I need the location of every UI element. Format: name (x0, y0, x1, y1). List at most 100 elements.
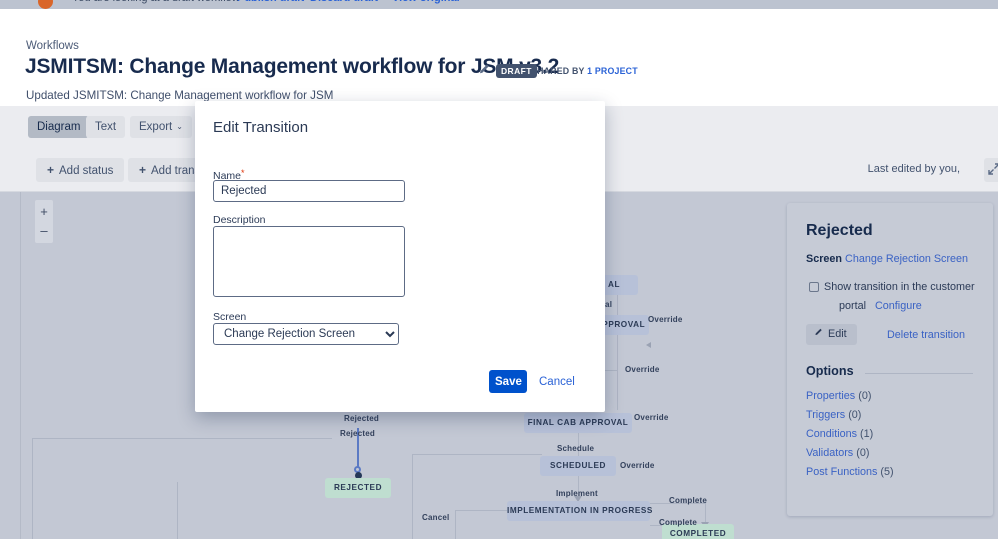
transition-endpoint-dot-icon (355, 472, 362, 479)
edge-label: Complete (659, 518, 698, 527)
edge-label: Override (625, 365, 660, 374)
option-label: Properties (806, 390, 856, 402)
edge-label: Override (648, 315, 683, 324)
connector-line (617, 370, 618, 410)
zoom-in-button[interactable]: + (40, 204, 48, 219)
connector-line (650, 503, 705, 504)
options-heading: Options (806, 364, 854, 378)
node-final-cab-approval[interactable]: FINAL CAB APPROVAL (524, 413, 632, 433)
edge-label: Override (634, 413, 669, 422)
connector-line (32, 438, 332, 439)
shared-by-prefix: SHARED BY (531, 66, 588, 76)
connector-line (455, 510, 456, 539)
plus-icon: + (47, 163, 55, 177)
view-original-link[interactable]: View original (392, 0, 460, 4)
option-label: Triggers (806, 409, 846, 421)
edit-transition-label: Edit (828, 328, 847, 340)
node-scheduled[interactable]: SCHEDULED (540, 456, 616, 476)
pencil-icon (814, 328, 824, 340)
edge-label: Rejected (344, 414, 379, 423)
option-conditions[interactable]: Conditions (1) (806, 428, 873, 440)
draft-notification-bar: You are looking at a draft workflow Publ… (0, 0, 998, 9)
details-title: Rejected (806, 222, 873, 239)
option-triggers[interactable]: Triggers (0) (806, 409, 861, 421)
edge-label: Implement (556, 489, 598, 498)
option-count: (0) (856, 447, 870, 459)
name-input[interactable] (213, 180, 405, 202)
canvas-left-divider (20, 192, 21, 539)
option-label: Conditions (806, 428, 858, 440)
tab-diagram[interactable]: Diagram (28, 116, 90, 138)
edge-label: Schedule (557, 444, 595, 453)
node-cab-approval[interactable]: APPROVAL (592, 315, 649, 335)
zoom-out-button[interactable]: – (40, 223, 48, 238)
screen-select[interactable]: Change Rejection Screen (213, 323, 399, 345)
arrow-head-icon (646, 342, 651, 348)
option-count: (0) (848, 409, 862, 421)
chevron-down-icon: ⌄ (176, 122, 183, 131)
page-header: Workflows JSMITSM: Change Management wor… (0, 9, 998, 106)
option-count: (5) (880, 466, 894, 478)
screen-field-label: Screen (213, 311, 247, 323)
option-label: Validators (806, 447, 854, 459)
show-transition-checkbox[interactable] (809, 282, 819, 292)
connector-line (177, 482, 178, 539)
zoom-controls: + – (35, 200, 53, 243)
page-title: JSMITSM: Change Management workflow for … (25, 55, 560, 78)
connector-line (650, 525, 662, 526)
node-completed[interactable]: COMPLETED (662, 524, 734, 539)
configure-link[interactable]: Configure (875, 300, 922, 312)
connector-line (412, 454, 542, 455)
connector-line (705, 503, 706, 525)
option-properties[interactable]: Properties (0) (806, 390, 871, 402)
cancel-button[interactable]: Cancel (539, 376, 575, 388)
option-post-functions[interactable]: Post Functions (5) (806, 466, 894, 478)
dialog-title: Edit Transition (213, 119, 309, 136)
tab-export-label: Export (139, 121, 173, 133)
page-subtitle: Updated JSMITSM: Change Management workf… (26, 89, 334, 102)
options-divider (865, 373, 973, 374)
show-transition-label-cont: portal (839, 300, 867, 312)
edit-transition-button[interactable]: Edit (806, 324, 857, 345)
connector-line (412, 454, 413, 539)
edit-title-pencil-icon[interactable] (478, 62, 492, 76)
option-count: (0) (858, 390, 872, 402)
node-implementation-in-progress[interactable]: IMPLEMENTATION IN PROGRESS (507, 501, 652, 521)
option-label: Post Functions (806, 466, 878, 478)
description-textarea[interactable] (213, 226, 405, 297)
node-rejected[interactable]: REJECTED (325, 478, 391, 498)
connector-line (455, 510, 510, 511)
tab-export[interactable]: Export⌄ (130, 116, 192, 138)
edge-label: Override (620, 461, 655, 470)
tab-text[interactable]: Text (86, 116, 126, 138)
description-field-label: Description (213, 214, 266, 226)
details-screen-label: Screen (806, 253, 846, 265)
connector-line (578, 424, 579, 457)
delete-transition-link[interactable]: Delete transition (887, 329, 966, 341)
expand-icon-button[interactable] (984, 158, 998, 182)
edge-label: Complete (669, 496, 708, 505)
connector-line (578, 469, 579, 501)
publish-draft-link[interactable]: Publish draft (237, 0, 304, 4)
selected-transition-line[interactable] (357, 428, 359, 470)
save-button[interactable]: Save (489, 370, 527, 393)
app-logo-icon (38, 0, 53, 9)
breadcrumb[interactable]: Workflows (26, 40, 79, 52)
add-status-button[interactable]: + Add status (36, 158, 125, 182)
show-transition-label: Show transition in the customer (824, 281, 975, 293)
discard-draft-link[interactable]: Discard draft (310, 0, 378, 4)
required-asterisk-icon: * (241, 168, 245, 178)
add-status-label: Add status (59, 165, 114, 177)
edge-label: Rejected (340, 429, 375, 438)
name-field-label: Name* (213, 168, 245, 182)
status-badge-draft: DRAFT (496, 64, 537, 78)
details-screen-row: Screen Change Rejection Screen (806, 253, 968, 265)
name-label-text: Name (213, 170, 242, 182)
shared-by-project-link[interactable]: 1 PROJECT (587, 66, 638, 76)
plus-icon: + (139, 163, 147, 177)
draft-banner-text: You are looking at a draft workflow (72, 0, 240, 4)
details-screen-link[interactable]: Change Rejection Screen (845, 253, 969, 265)
shared-by-text: SHARED BY 1 PROJECT (531, 66, 638, 76)
connector-line (32, 438, 33, 539)
option-validators[interactable]: Validators (0) (806, 447, 869, 459)
